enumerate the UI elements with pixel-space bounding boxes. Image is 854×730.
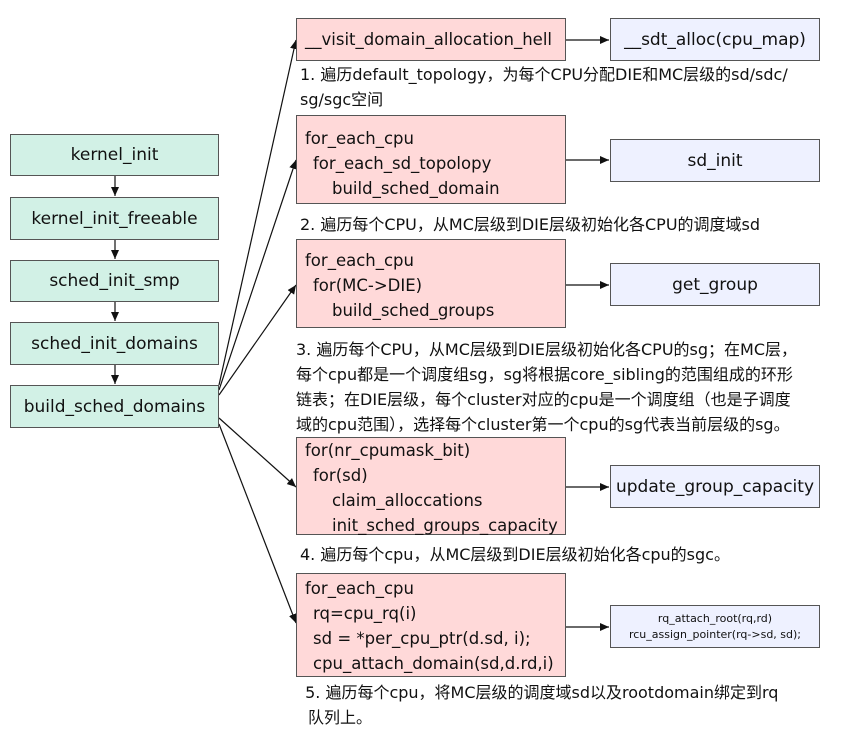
step1-note: 1. 遍历default_topology，为每个CPU分配DIE和MC层级的s… xyxy=(300,62,788,112)
callee-line: rcu_assign_pointer(rq->sd, sd); xyxy=(628,627,802,641)
step5-note: 5. 遍历每个cpu，将MC层级的调度域sd以及rootdomain绑定到rq … xyxy=(300,680,778,730)
step2-callee-box: sd_init xyxy=(610,139,820,182)
code-line: for_each_cpu xyxy=(305,251,414,270)
step1-code-box: __visit_domain_allocation_hell xyxy=(296,18,566,61)
code-line: __visit_domain_allocation_hell xyxy=(305,30,552,49)
code-line: for_each_sd_topolopy xyxy=(313,154,492,173)
note-line: 队列上。 xyxy=(308,708,373,727)
kernel-init-freeable-box: kernel_init_freeable xyxy=(10,197,219,240)
fanout-arrow xyxy=(218,159,297,391)
code-line: claim_alloccations xyxy=(332,491,483,510)
fanout-arrow xyxy=(218,423,297,624)
step5-code-box: for_each_cpu rq=cpu_rq(i) sd = *per_cpu_… xyxy=(296,573,566,677)
note-line: 1. 遍历default_topology，为每个CPU分配DIE和MC层级的s… xyxy=(300,65,788,84)
note-line: 域的cpu范围），选择每个cluster第一个cpu的sg代表当前层级的sg。 xyxy=(296,415,790,434)
sched-init-domains-box: sched_init_domains xyxy=(10,322,219,365)
step3-note: 3. 遍历每个CPU，从MC层级到DIE层级初始化各CPU的sg；在MC层， 每… xyxy=(296,337,797,437)
sched-init-smp-box: sched_init_smp xyxy=(10,260,219,302)
code-line: for_each_cpu xyxy=(305,129,414,148)
step2-code-box: for_each_cpu for_each_sd_topolopy build_… xyxy=(296,115,566,204)
note-line: 5. 遍历每个cpu，将MC层级的调度域sd以及rootdomain绑定到rq xyxy=(300,683,779,702)
fanout-arrow xyxy=(218,39,298,386)
step1-callee-box: __sdt_alloc(cpu_map) xyxy=(610,18,820,61)
fanout-arrow xyxy=(218,284,297,396)
note-line: 3. 遍历每个CPU，从MC层级到DIE层级初始化各CPU的sg；在MC层， xyxy=(296,340,798,359)
code-line: init_sched_groups_capacity xyxy=(332,516,558,535)
fanout-arrow xyxy=(218,417,297,488)
note-line: 链表；在DIE层级，每个cluster对应的cpu是一个调度组（也是子调度 xyxy=(296,390,791,409)
code-line: for(nr_cpumask_bit) xyxy=(305,441,471,460)
step4-code-box: for(nr_cpumask_bit) for(sd) claim_allocc… xyxy=(296,437,566,535)
code-line: for(sd) xyxy=(313,466,368,485)
code-line: cpu_attach_domain(sd,d.rd,i) xyxy=(313,654,554,673)
step5-callee-box: rq_attach_root(rq,rd) rcu_assign_pointer… xyxy=(610,605,820,648)
note-line: 4. 遍历每个cpu，从MC层级到DIE层级初始化各cpu的sgc。 xyxy=(300,545,730,564)
note-line: 每个cpu都是一个调度组sg，sg将根据core_sibling的范围组成的环形 xyxy=(296,365,793,384)
code-line: build_sched_groups xyxy=(332,301,495,320)
note-line: sg/sgc空间 xyxy=(300,90,384,109)
build-sched-domains-box: build_sched_domains xyxy=(10,385,219,428)
code-line: rq=cpu_rq(i) xyxy=(313,604,417,623)
step4-callee-box: update_group_capacity xyxy=(610,465,820,508)
kernel-init-box: kernel_init xyxy=(10,134,219,176)
step3-code-box: for_each_cpu for(MC->DIE) build_sched_gr… xyxy=(296,239,566,328)
code-line: sd = *per_cpu_ptr(d.sd, i); xyxy=(313,629,531,648)
note-line: 2. 遍历每个CPU，从MC层级到DIE层级初始化各CPU的调度域sd xyxy=(300,215,761,234)
code-line: for(MC->DIE) xyxy=(313,276,423,295)
code-line: for_each_cpu xyxy=(305,579,414,598)
code-line: build_sched_domain xyxy=(332,179,500,198)
callee-line: rq_attach_root(rq,rd) xyxy=(657,611,773,625)
step3-callee-box: get_group xyxy=(610,263,820,306)
step4-note: 4. 遍历每个cpu，从MC层级到DIE层级初始化各cpu的sgc。 xyxy=(300,542,730,567)
step2-note: 2. 遍历每个CPU，从MC层级到DIE层级初始化各CPU的调度域sd xyxy=(300,212,760,237)
